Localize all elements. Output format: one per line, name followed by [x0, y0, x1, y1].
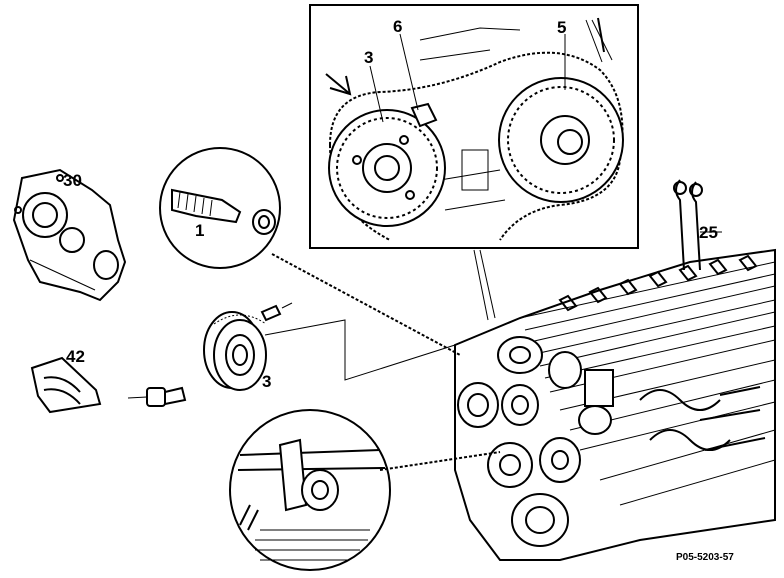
callout-3-sprocket: 3	[262, 372, 271, 391]
callout-5: 5	[557, 18, 566, 37]
timing-cover-30	[12, 168, 127, 302]
tensioner-inset	[159, 147, 461, 356]
callout-25: 25	[699, 223, 718, 242]
figure-code: P05-5203-57	[676, 552, 734, 563]
callout-3-inset: 3	[364, 48, 373, 67]
sprocket-bolt	[127, 386, 187, 407]
callout-30: 30	[63, 171, 82, 190]
tool-25-camshaft-holders	[673, 179, 722, 271]
camshaft-sprockets-inset	[309, 4, 639, 321]
crankshaft-inset	[229, 409, 501, 571]
camshaft-sprocket-3	[203, 311, 267, 391]
callout-1: 1	[195, 221, 204, 240]
part-42-guide-rail	[30, 356, 102, 414]
engine-block	[454, 248, 776, 561]
arrow-left-inset	[325, 73, 352, 96]
callout-6: 6	[393, 17, 402, 36]
dowel-pin	[260, 302, 293, 322]
leader-sprocket	[264, 319, 456, 381]
arrow-right-inset	[597, 17, 605, 53]
front-pulleys	[457, 336, 614, 547]
callout-42: 42	[66, 347, 85, 366]
